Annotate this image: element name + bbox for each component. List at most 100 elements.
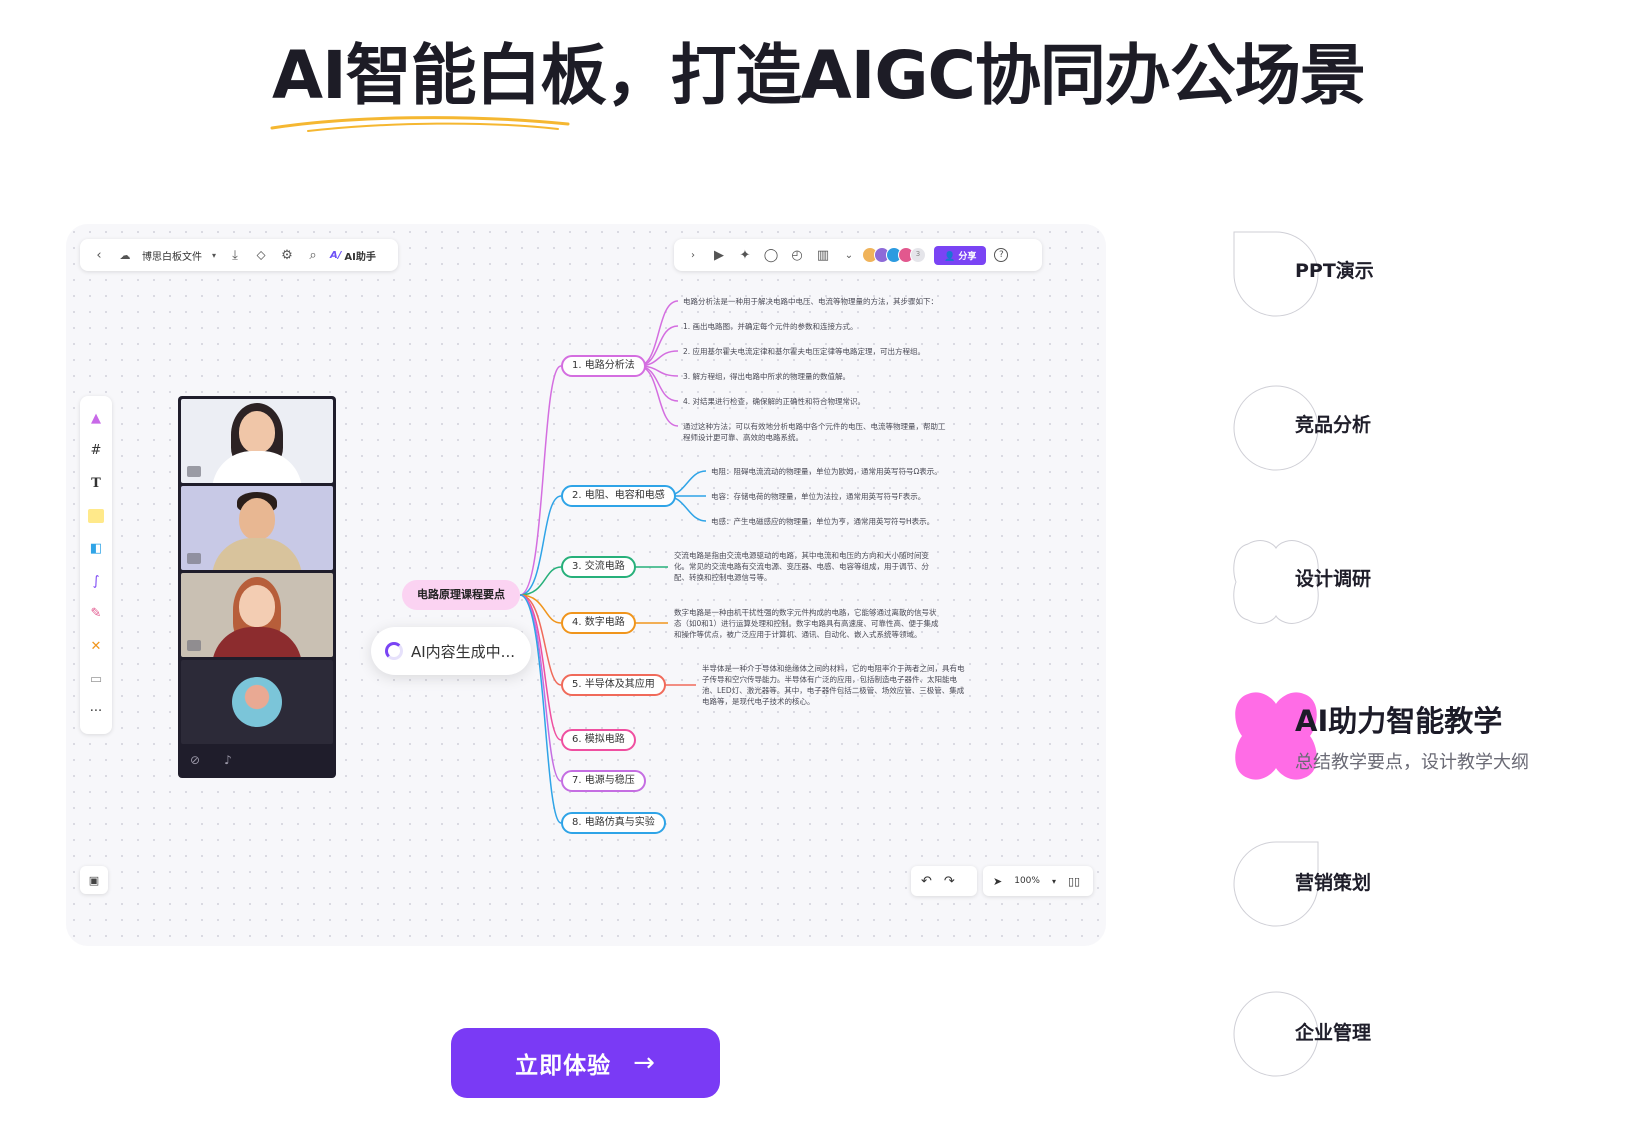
headline-rest: ，打造AIGC协同办公场景: [605, 37, 1366, 114]
zoom-group: ➤ 100% ▾ ▯▯: [983, 866, 1093, 896]
timer-icon[interactable]: ◴: [791, 247, 803, 263]
mindmap-branch[interactable]: 6. 模拟电路: [561, 729, 636, 751]
pen-icon[interactable]: ✎: [90, 606, 102, 622]
tag-icon[interactable]: ⬦: [256, 247, 266, 263]
feature-shape-icon: [1233, 385, 1319, 471]
zoom-level[interactable]: 100%: [1014, 876, 1040, 886]
whiteboard-preview: ‹ ☁ 博思白板文件 ▾ ⤓ ⬦ ⚙ ⌕ A/ AI助手 › ▶ ✦ ◯ ◴ ▥…: [66, 224, 1106, 946]
mindmap-note: 电容：存储电荷的物理量，单位为法拉，通常用英写符号F表示。: [711, 492, 926, 501]
mindmap-note: 程师设计更可靠、高效的电路系统。: [683, 433, 803, 442]
camera-icon: [187, 640, 201, 651]
video-controls: ⊘ ♪: [178, 742, 336, 778]
undo-icon[interactable]: ↶: [921, 873, 932, 889]
connector-icon[interactable]: ∫: [92, 573, 100, 589]
book-icon[interactable]: ▯▯: [1067, 874, 1081, 888]
help-icon[interactable]: ?: [994, 248, 1009, 262]
mic-off-icon[interactable]: ♪: [224, 753, 232, 767]
headline-highlight: AI智能白板: [270, 22, 607, 132]
chevron-down-icon[interactable]: ▾: [211, 250, 216, 260]
camera-off-icon[interactable]: ⊘: [190, 753, 201, 767]
mindmap-note: 电路等，是现代电子技术的核心。: [702, 697, 815, 706]
feature-label: 竞品分析: [1295, 414, 1372, 436]
video-tile[interactable]: [181, 660, 333, 744]
ai-assistant-button[interactable]: A/ AI助手: [330, 248, 376, 263]
camera-icon: [187, 553, 201, 564]
file-name[interactable]: 博思白板文件: [142, 251, 202, 263]
ai-logo-icon: A/: [330, 249, 342, 261]
loading-spinner-icon: [385, 642, 403, 660]
minimap-icon: ▣: [88, 873, 100, 887]
mindmap-branch[interactable]: 5. 半导体及其应用: [561, 674, 666, 696]
mindmap-central-node[interactable]: 电路原理课程要点: [402, 580, 520, 610]
mindmap-branch[interactable]: 4. 数字电路: [561, 612, 636, 634]
search-icon[interactable]: ⌕: [309, 247, 317, 263]
back-icon[interactable]: ‹: [96, 247, 102, 263]
arrow-right-icon: →: [633, 1048, 656, 1078]
feature-shape-icon: [1233, 540, 1319, 624]
feature-shape-icon: [1233, 841, 1319, 927]
mindmap-note: 和操作等优点，被广泛应用于计算机、通讯、自动化、嵌入式系统等领域。: [674, 630, 922, 639]
download-icon[interactable]: ⤓: [232, 247, 238, 263]
video-tile[interactable]: [181, 399, 333, 483]
chart-icon[interactable]: ▥: [816, 247, 830, 263]
feature-shape-icon: [1233, 991, 1319, 1077]
feature-label: AI助力智能教学: [1295, 704, 1503, 738]
mindmap-branch[interactable]: 8. 电路仿真与实验: [561, 812, 666, 834]
video-call-panel: ⊘ ♪: [178, 396, 336, 778]
play-icon[interactable]: ▶: [714, 247, 724, 263]
camera-icon: [187, 466, 201, 477]
mindmap-note: 1. 画出电路图，并确定每个元件的参数和连接方式。: [683, 322, 858, 331]
try-now-button[interactable]: 立即体验 →: [451, 1028, 720, 1098]
settings-icon[interactable]: ⚙: [281, 247, 293, 263]
mindmap-branch[interactable]: 2. 电阻、电容和电感: [561, 485, 676, 507]
shape-icon[interactable]: ◧: [89, 541, 103, 557]
zoom-chevron-icon[interactable]: ▾: [1051, 876, 1056, 886]
more-chevron-icon[interactable]: ⌄: [844, 249, 854, 261]
pointer-icon[interactable]: ➤: [993, 874, 1003, 888]
headline-underline: [270, 116, 570, 132]
template-icon[interactable]: ▲: [91, 410, 101, 426]
video-tile[interactable]: [181, 486, 333, 570]
page-headline: AI智能白板 ，打造AIGC协同办公场景: [0, 22, 1637, 132]
minimap-button[interactable]: ▣: [80, 866, 108, 894]
expand-icon[interactable]: ›: [691, 249, 695, 261]
mindmap-branch[interactable]: 1. 电路分析法: [561, 355, 646, 377]
ai-assistant-label: AI助手: [344, 251, 376, 263]
mindmap-branch[interactable]: 3. 交流电路: [561, 556, 636, 578]
top-right-toolbar: › ▶ ✦ ◯ ◴ ▥ ⌄ 3 👤 分享 ?: [674, 239, 1042, 271]
feature-label: 企业管理: [1295, 1022, 1372, 1044]
mindmap-note: 4. 对结果进行检查，确保解的正确性和符合物理常识。: [683, 397, 866, 406]
more-icon[interactable]: ···: [89, 704, 103, 720]
undo-redo-group: ↶ ↷: [911, 866, 977, 896]
collaborator-avatars[interactable]: 3: [862, 247, 926, 263]
frame-icon[interactable]: #: [90, 443, 102, 459]
mindmap-branch[interactable]: 7. 电源与稳压: [561, 770, 646, 792]
headline-highlight-text: AI智能白板: [272, 37, 607, 114]
collaborator-count: 3: [910, 247, 926, 263]
mindmap-note: 电路分析法是一种用于解决电路中电压、电流等物理量的方法，其步骤如下：: [683, 297, 938, 306]
video-tile[interactable]: [181, 573, 333, 657]
mindmap-note: 态（如0和1）进行运算处理和控制。数字电路具有高速度、可靠性高、便于集成: [674, 619, 939, 628]
share-label: 分享: [958, 251, 977, 262]
left-toolbar: ▲ # T ◧ ∫ ✎ ✕ ▭ ···: [80, 396, 112, 734]
sticky-note-icon[interactable]: [86, 506, 106, 526]
mindmap-icon[interactable]: ✕: [90, 638, 102, 654]
more-tools-icon[interactable]: ▭: [89, 671, 103, 687]
top-left-toolbar: ‹ ☁ 博思白板文件 ▾ ⤓ ⬦ ⚙ ⌕ A/ AI助手: [80, 239, 398, 271]
mindmap-note: 子传导和空穴传导能力。半导体有广泛的应用，包括制造电子器件、太阳能电: [702, 675, 957, 684]
text-icon[interactable]: T: [91, 475, 101, 491]
ai-generating-text: AI内容生成中...: [411, 642, 515, 661]
cloud-icon: ☁: [119, 248, 131, 262]
mindmap-note: 通过这种方法，可以有效地分析电路中各个元件的电压、电流等物理量，帮助工: [683, 422, 946, 431]
mindmap-note: 半导体是一种介于导体和绝缘体之间的材料，它的电阻率介于两者之间，具有电: [702, 664, 965, 673]
mindmap-note: 化。常见的交流电路有交流电源、变压器、电感、电容等组成，用于调节、分: [674, 562, 929, 571]
try-now-label: 立即体验: [515, 1053, 612, 1079]
mindmap-note: 电感：产生电磁感应的物理量，单位为亨，通常用英写符号H表示。: [711, 517, 935, 526]
feature-label: 设计调研: [1295, 568, 1372, 590]
feature-shape-icon: [1235, 692, 1317, 780]
redo-icon[interactable]: ↷: [943, 873, 955, 889]
celebrate-icon[interactable]: ✦: [739, 247, 751, 263]
comment-icon[interactable]: ◯: [763, 247, 779, 263]
feature-label: PPT演示: [1295, 260, 1374, 282]
share-button[interactable]: 👤 分享: [934, 245, 987, 265]
